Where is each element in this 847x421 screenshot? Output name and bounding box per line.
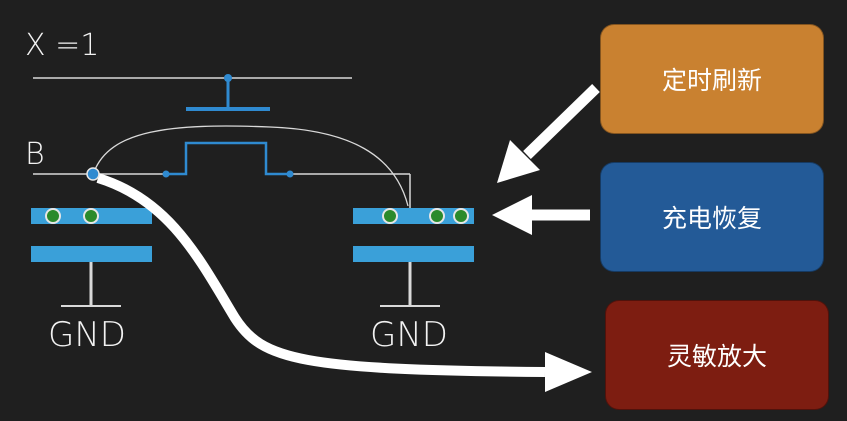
transistor-channel xyxy=(166,141,290,176)
bit-line-label: B xyxy=(25,137,45,172)
sense-arrow-head xyxy=(545,352,592,392)
charge-dot xyxy=(382,208,398,224)
recharge-arrow-head xyxy=(492,195,532,235)
right-capacitor-bottom-plate xyxy=(353,246,474,262)
word-line-label: X =1 xyxy=(25,28,100,63)
charge-dot xyxy=(429,208,445,224)
charge-dot xyxy=(83,208,99,224)
refresh-box: 定时刷新 xyxy=(600,24,824,134)
bit-line-node xyxy=(286,170,294,178)
charge-share-arc xyxy=(93,125,409,207)
ground-label-left: GND xyxy=(48,315,126,355)
refresh-arrow-shaft xyxy=(523,84,600,159)
refresh-arrow-head xyxy=(497,140,540,183)
charge-dot xyxy=(453,208,469,224)
recharge-box: 充电恢复 xyxy=(600,162,824,272)
left-capacitor-bottom-plate xyxy=(31,246,152,262)
bit-line-node xyxy=(162,170,170,178)
sense-arrow-curve xyxy=(96,173,546,377)
charge-dot xyxy=(45,208,61,224)
sense-amp-box: 灵敏放大 xyxy=(605,300,829,410)
ground-label-right: GND xyxy=(370,315,448,355)
bit-line-tap-node xyxy=(86,167,100,181)
